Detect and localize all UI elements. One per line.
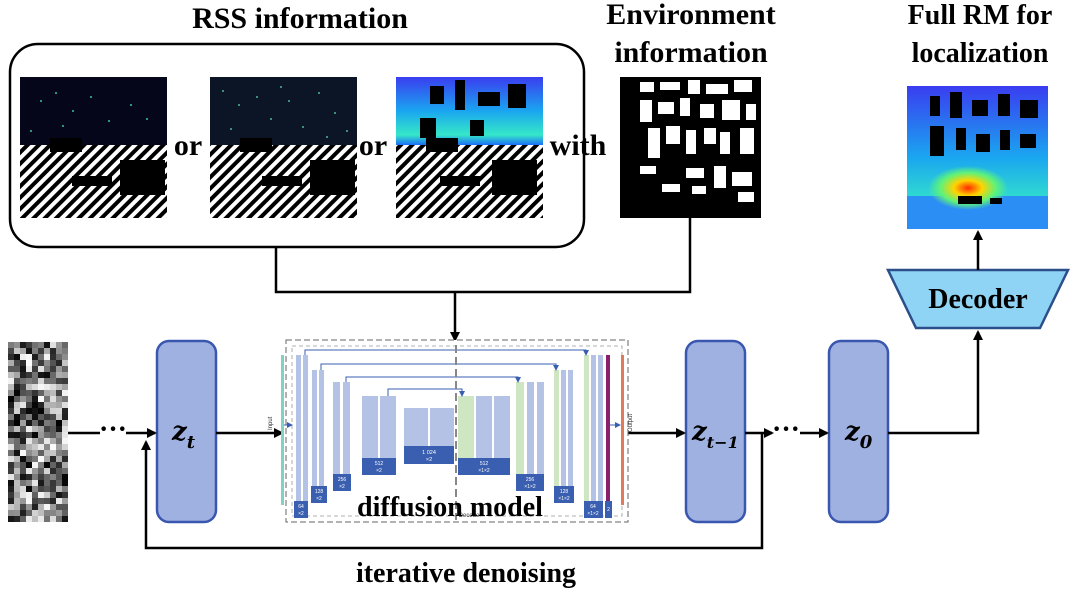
unet-decoder-small-label: Decoder [459,513,482,519]
unet-dec2-mult: ×1×2 [524,484,536,490]
dots-right: ··· [772,414,800,445]
unet-dec3-ch: 128 [560,489,569,495]
env-title-line1: Environment [606,0,775,31]
unet-enc4-ch: 512 [375,461,384,467]
unet-enc3-mult: ×2 [339,484,345,490]
environment-map-image [620,77,761,218]
unet-mid-mult: ×2 [426,457,432,463]
z0-to-decoder-arrow [888,330,983,435]
unet-enc1-ch: 64 [298,504,304,510]
rss-sparse-image-2 [210,77,357,218]
decoder-label: Decoder [928,284,1028,315]
latent-zt-minus-1 [684,339,747,524]
z0-label: z0 [844,417,873,453]
with-label: with [550,129,607,162]
unet-dec1-ch: 512 [480,461,489,467]
full-rm-title-line1: Full RM for [908,0,1053,31]
unet-final-ch: 2 [607,507,610,513]
latent-zt [155,339,218,524]
unet-enc3-ch: 256 [338,477,347,483]
iterative-loop-arrow [141,433,764,550]
iterative-denoising-label: iterative denoising [356,558,576,589]
noise-image [8,342,68,522]
full-rm-title-line2: localization [912,38,1049,69]
zt-minus-1-label: zt−1 [691,417,739,452]
unet-input-label: Input [268,416,274,430]
unet-dec2-ch: 256 [526,477,535,483]
unet-enc2-ch: 128 [315,489,324,495]
unet-dec4-ch: 64 [590,504,596,510]
zt-label: zt [171,417,196,453]
env-title-line2: information [614,36,768,69]
full-rm-image [907,86,1048,229]
unet-dec4-mult: ×1×2 [587,511,599,517]
unet-enc4-mult: ×2 [376,468,382,474]
unet-enc2-mult: ×2 [316,496,322,502]
dots-left: ··· [99,414,127,445]
rss-sparse-image-1 [20,77,167,218]
unet-enc1-mult: ×2 [298,511,304,517]
rss-box [8,42,586,249]
unet-mid-ch: 1 024 [422,450,436,456]
unet-input-bar [281,355,284,505]
unet-diagram: Input Output [268,339,634,523]
unet-output-bar [621,355,624,505]
diffusion-model-label: diffusion model [357,492,543,523]
rss-title: RSS information [192,2,408,35]
or-label-2: or [359,129,387,162]
or-label-1: or [174,129,202,162]
unet-output-label: Output [628,414,634,432]
decoder-block [886,268,1070,330]
rss-partial-rm-image [396,77,543,218]
rss-connector [274,218,692,294]
latent-z0 [827,339,890,524]
unet-dec1-mult: ×1×2 [478,468,490,474]
unet-dec3-mult: ×1×2 [558,496,570,502]
